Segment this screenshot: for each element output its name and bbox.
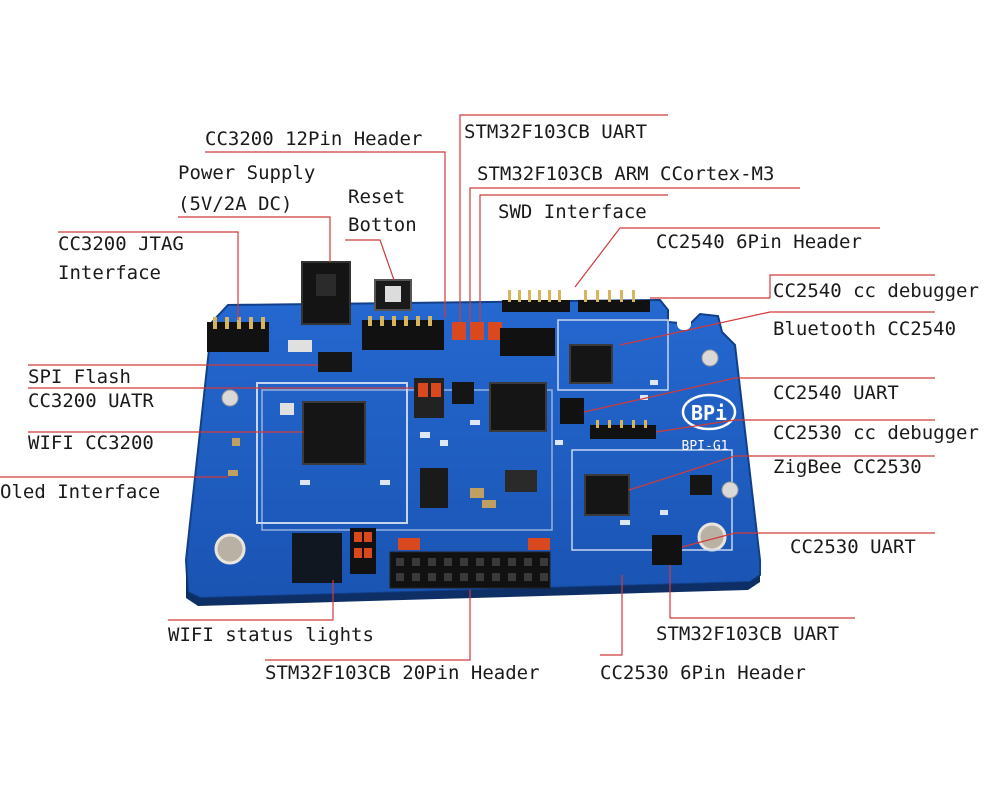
label-zigbee-cc2530: ZigBee CC2530 xyxy=(773,456,922,478)
label-oled-interface: Oled Interface xyxy=(0,481,161,503)
label-cc2540-cc-debugger: CC2540 cc debugger xyxy=(773,280,979,302)
cc2540-chip xyxy=(569,344,613,384)
cc2540-debugger-header xyxy=(578,290,650,312)
spi-flash-chip xyxy=(318,352,352,372)
jtag-header xyxy=(207,317,269,352)
cc3200-12pin-header xyxy=(362,316,444,350)
label-swd-interface: SWD Interface xyxy=(498,201,647,223)
label-stm32-arm: STM32F103CB ARM CCortex-M3 xyxy=(477,163,775,185)
label-cc2530-6pin-header: CC2530 6Pin Header xyxy=(600,662,806,684)
label-cc2530-cc-debugger: CC2530 cc debugger xyxy=(773,422,979,444)
label-wifi-cc3200: WIFI CC3200 xyxy=(28,432,154,454)
label-power-supply-line1: Power Supply xyxy=(178,162,316,184)
mount-hole-left xyxy=(214,533,246,565)
label-reset-line1: Reset xyxy=(348,186,406,208)
bpi-model-text: BPI-G1 xyxy=(682,439,729,454)
label-reset-line2: Botton xyxy=(348,214,417,236)
label-stm32-uart-bottom: STM32F103CB UART xyxy=(656,623,840,645)
label-cc3200-uatr: CC3200 UATR xyxy=(28,390,154,412)
label-cc3200-jtag-line2: Interface xyxy=(58,262,161,284)
label-cc3200-jtag-line1: CC3200 JTAG xyxy=(58,233,184,255)
wifi-cc3200-chip xyxy=(302,401,366,465)
label-bluetooth-cc2540: Bluetooth CC2540 xyxy=(773,318,957,340)
label-wifi-status-lights: WIFI status lights xyxy=(168,624,374,646)
label-cc3200-12pin-header: CC3200 12Pin Header xyxy=(205,128,423,150)
label-stm32-20pin-header: STM32F103CB 20Pin Header xyxy=(265,662,540,684)
cc2540-6pin-header xyxy=(502,290,570,312)
label-power-supply-line2: (5V/2A DC) xyxy=(178,193,293,215)
stm32-20pin-header xyxy=(389,551,551,589)
label-cc2540-uart: CC2540 UART xyxy=(773,382,899,404)
label-cc2530-uart: CC2530 UART xyxy=(790,536,916,558)
label-cc2540-6pin-header: CC2540 6Pin Header xyxy=(656,231,862,253)
label-spi-flash: SPI Flash xyxy=(28,366,131,388)
cc2530-chip xyxy=(584,474,630,516)
bpi-logo xyxy=(681,393,737,431)
label-stm32-uart-top: STM32F103CB UART xyxy=(464,121,648,143)
bpi-logo-text: BPi xyxy=(691,401,727,425)
stm32-chip xyxy=(489,382,547,432)
leader-lines xyxy=(0,114,935,661)
